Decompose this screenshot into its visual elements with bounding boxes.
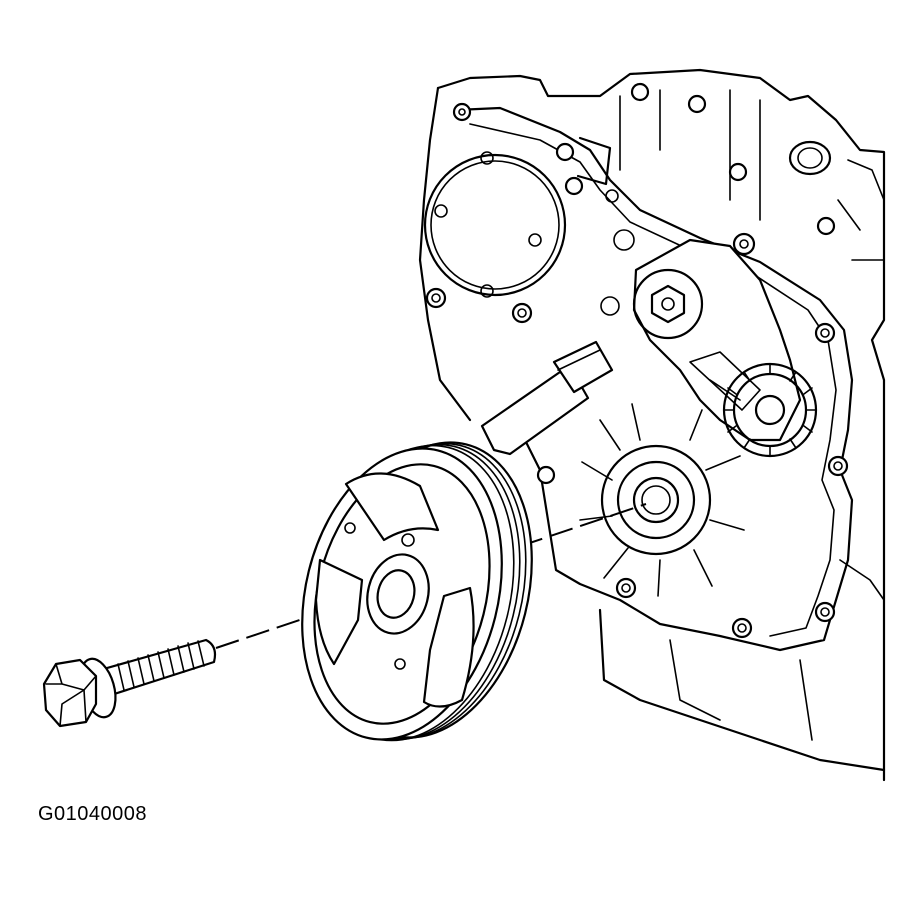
crank-position-sensor: [480, 340, 614, 456]
crankshaft-balancer-bolt: [42, 638, 217, 728]
crankshaft-balancer-pulley: [301, 441, 533, 742]
engine-front-cover: [418, 68, 886, 782]
seal-boss: [788, 140, 832, 176]
belt-tensioner: [632, 232, 818, 458]
crankshaft-front-seal: [579, 403, 745, 597]
figure-id-label: G01040008: [38, 803, 148, 825]
